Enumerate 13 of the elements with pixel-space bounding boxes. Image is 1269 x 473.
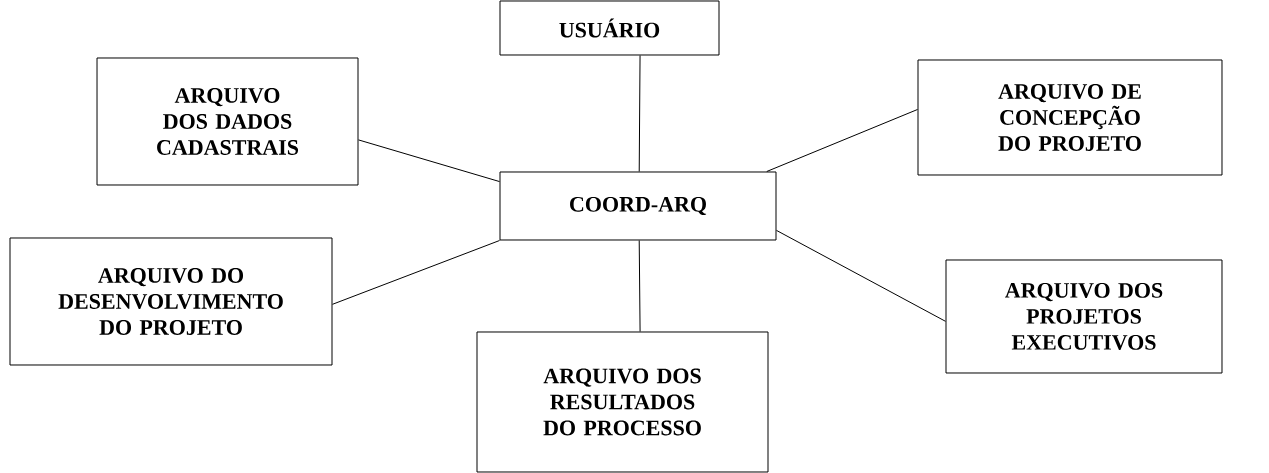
connector-line xyxy=(638,55,641,172)
connector-line xyxy=(358,139,500,183)
process-box: COORD-ARQ xyxy=(499,171,777,241)
process-box: ARQUIVO DE CONCEPÇÃO DO PROJETO xyxy=(917,59,1223,176)
process-box: ARQUIVO DOS DADOS CADASTRAIS xyxy=(96,57,359,186)
connector-line xyxy=(332,240,501,305)
process-box: USUÁRIO xyxy=(499,0,720,56)
process-box: ARQUIVO DOS RESULTADOS DO PROCESSO xyxy=(476,331,769,473)
process-box: ARQUIVO DOS PROJETOS EXECUTIVOS xyxy=(945,259,1223,374)
process-box: ARQUIVO DO DESENVOLVIMENTO DO PROJETO xyxy=(9,237,333,366)
connector-line xyxy=(766,109,918,172)
connector-line xyxy=(638,240,641,332)
connector-line xyxy=(776,229,946,322)
